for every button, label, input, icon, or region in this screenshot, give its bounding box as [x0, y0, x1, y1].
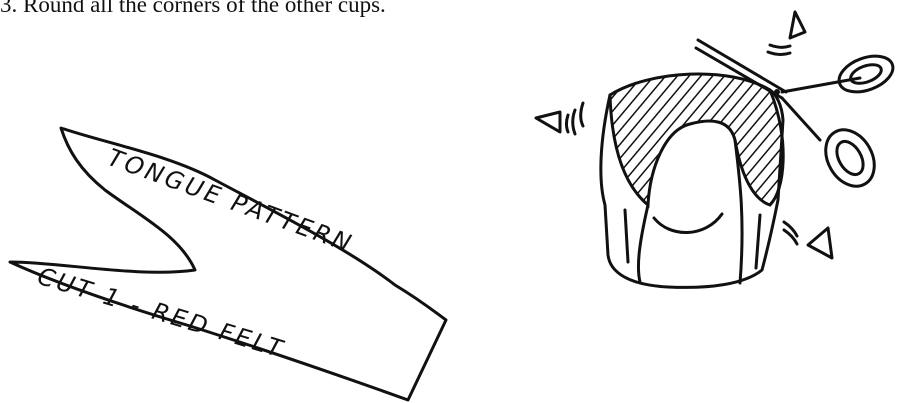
- cut-corner-left: [536, 103, 583, 134]
- tongue-pattern-shape: [10, 128, 446, 400]
- cut-corner-right: [784, 222, 832, 258]
- tongue-cut-instruction: CUT 1 - RED FELT: [34, 262, 288, 364]
- tongue-pattern-label: TONGUE PATTERN: [104, 143, 357, 258]
- egg-carton-cup-illustration: [601, 74, 783, 287]
- cut-corner-top: [768, 12, 805, 54]
